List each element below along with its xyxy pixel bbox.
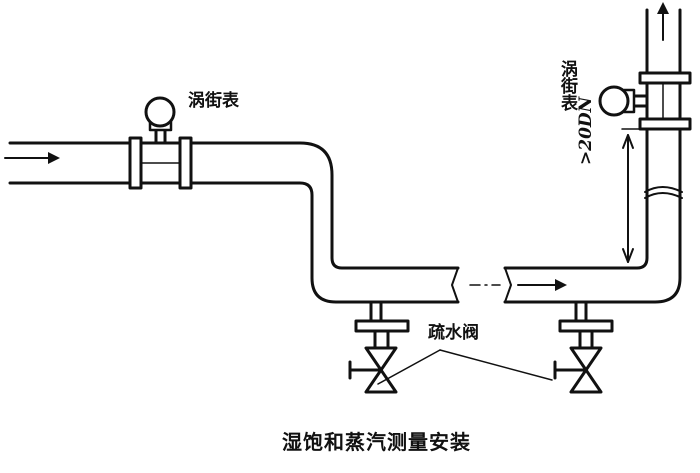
left-flanges — [128, 136, 193, 190]
turbine-meter-label-right: 涡街表 — [557, 60, 577, 111]
vortex-meter-left — [144, 96, 176, 145]
turbine-meter-label-left: 涡街表 — [188, 91, 239, 111]
diagram-caption: 湿饱和蒸汽测量安装 — [282, 430, 471, 454]
drain-assembly-right — [558, 300, 614, 350]
flow-arrow-left — [4, 152, 60, 164]
drain-valve-leaders — [377, 349, 553, 385]
dimension-line — [621, 128, 641, 269]
drain-valve-label: 疏水阀 — [428, 323, 479, 343]
drain-valve-right — [553, 346, 603, 394]
drain-valve-left — [348, 346, 398, 394]
drain-assembly-left — [354, 300, 410, 350]
left-pipe — [8, 141, 460, 304]
vortex-meter-right — [598, 85, 649, 117]
flow-arrow-right — [517, 279, 567, 291]
right-flanges — [638, 71, 692, 131]
dimension-label: >20DN — [576, 96, 596, 165]
flow-arrow-up — [657, 2, 669, 41]
